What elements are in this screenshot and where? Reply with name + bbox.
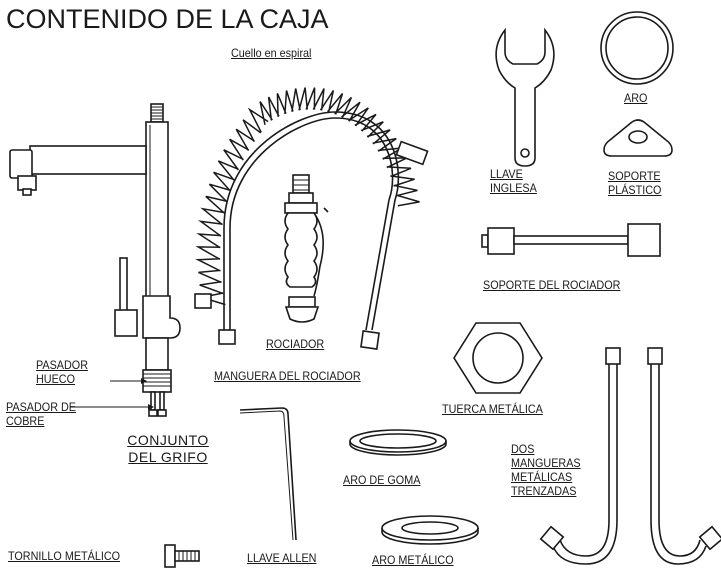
faucet-leader-lines <box>70 378 154 410</box>
faucet-assembly-drawing <box>9 103 181 417</box>
label-copper-pin-line1: PASADOR DE <box>6 400 77 414</box>
label-braided-hoses-line3: METÁLICAS <box>511 470 573 484</box>
label-copper-pin-line2: COBRE <box>6 414 45 428</box>
rubber-ring-drawing <box>349 429 447 456</box>
label-plastic-support-line2: PLÁSTICO <box>608 183 662 197</box>
sprayer-support-drawing <box>481 223 661 257</box>
spiral-nut <box>194 293 212 309</box>
allen-key-drawing <box>239 407 297 541</box>
label-braided-hoses-line2: MANGUERAS <box>511 456 581 470</box>
label-faucet-assembly-line2: DEL GRIFO <box>128 449 208 465</box>
label-wrench-line1: LLAVE <box>490 167 523 181</box>
label-metal-nut: TUERCA METÁLICA <box>442 402 543 416</box>
label-faucet-assembly-line1: CONJUNTO <box>127 432 209 448</box>
label-allen-key: LLAVE ALLEN <box>247 551 317 565</box>
wrench-drawing <box>495 27 555 167</box>
label-sprayer-hose: MANGUERA DEL ROCIADOR <box>214 369 361 383</box>
label-metal-ring: ARO METÁLICO <box>372 553 454 567</box>
label-ring: ARO <box>624 91 648 105</box>
metal-nut-drawing <box>453 322 543 394</box>
label-wrench-line2: INGLESA <box>490 181 537 195</box>
label-hollow-pin-line1: PASADOR <box>36 358 89 372</box>
label-plastic-support-line1: SOPORTE <box>608 169 661 183</box>
label-copper-pin: PASADOR DE COBRE <box>6 400 76 428</box>
page-title: CONTENIDO DE LA CAJA <box>6 4 329 34</box>
label-rubber-ring: ARO DE GOMA <box>343 473 421 487</box>
label-braided-hoses-line4: TRENZADAS <box>511 484 577 498</box>
label-faucet-assembly: CONJUNTO DEL GRIFO <box>120 433 216 464</box>
label-sprayer: ROCIADOR <box>266 337 325 351</box>
metal-screw-drawing <box>164 544 200 568</box>
label-braided-hoses-line1: DOS <box>511 442 535 456</box>
metal-ring-drawing <box>381 515 479 545</box>
label-hollow-pin-line2: HUECO <box>36 372 76 386</box>
braided-hoses-drawing <box>539 347 721 565</box>
sprayer-hose-drawing <box>218 111 400 350</box>
label-plastic-support: SOPORTE PLÁSTICO <box>608 169 661 197</box>
sprayer-drawing <box>284 174 329 323</box>
label-hollow-pin: PASADOR HUECO <box>36 358 88 386</box>
label-wrench: LLAVE INGLESA <box>490 167 537 195</box>
label-sprayer-support: SOPORTE DEL ROCIADOR <box>483 278 621 292</box>
ring-drawing <box>600 11 674 85</box>
spiral-end-cap <box>395 140 429 166</box>
label-braided-hoses: DOS MANGUERAS METÁLICAS TRENZADAS <box>511 442 581 498</box>
plastic-support-drawing <box>603 119 673 157</box>
label-spiral-neck: Cuello en espiral <box>231 46 312 60</box>
label-metal-screw: TORNILLO METÁLICO <box>8 549 121 563</box>
